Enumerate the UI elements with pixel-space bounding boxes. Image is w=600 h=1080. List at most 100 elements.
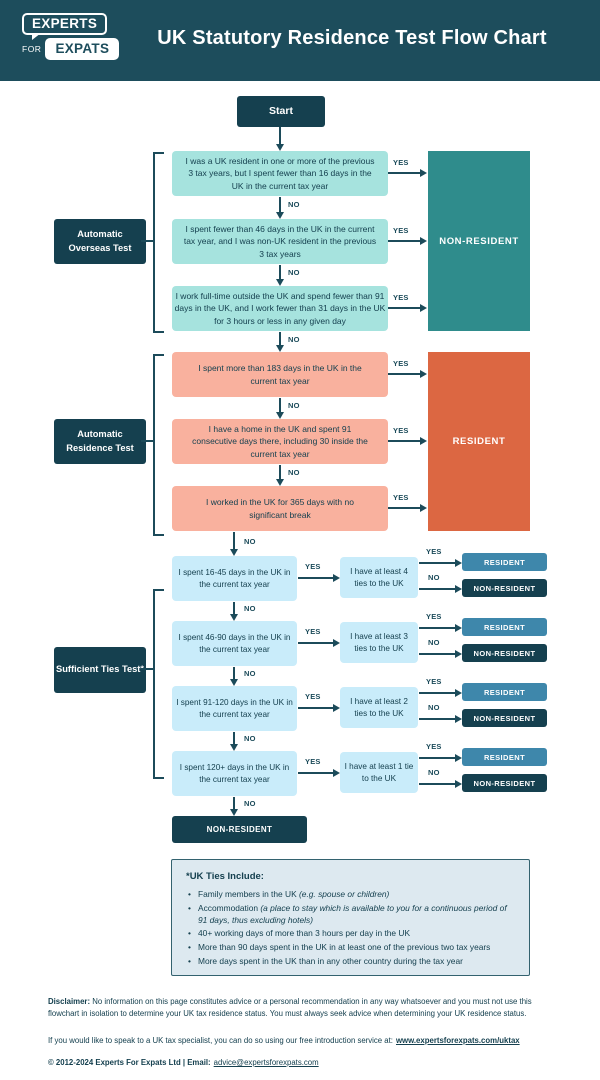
copyright-text: © 2012-2024 Experts For Expats Ltd | Ema… [48, 1058, 211, 1067]
arrow-right-icon [420, 504, 427, 512]
question-node: I work full-time outside the UK and spen… [172, 286, 388, 331]
condition-node: I have at least 4 ties to the UK [340, 557, 418, 598]
no-label: NO [428, 638, 440, 647]
page-title: UK Statutory Residence Test Flow Chart [157, 27, 547, 49]
arrow-right-icon [455, 754, 462, 762]
flow-line [419, 588, 456, 590]
section-bracket [153, 589, 164, 779]
copyright-paragraph: © 2012-2024 Experts For Expats Ltd | Ema… [48, 1057, 554, 1069]
result-resident-small: RESIDENT [462, 748, 547, 766]
connector-line [141, 240, 153, 242]
flow-line [419, 757, 456, 759]
yes-label: YES [393, 359, 409, 368]
question-node: I spent more than 183 days in the UK in … [172, 352, 388, 397]
flow-line [298, 772, 334, 774]
list-item-italic: (a place to stay which is available to y… [198, 902, 507, 925]
flow-line [279, 465, 281, 479]
flow-line [388, 172, 421, 174]
flow-line [233, 667, 235, 679]
yes-label: YES [393, 426, 409, 435]
result-non-resident-small: NON-RESIDENT [462, 579, 547, 597]
flow-line [233, 532, 235, 549]
arrow-right-icon [333, 704, 340, 712]
condition-node: I have at least 2 ties to the UK [340, 687, 418, 728]
flow-line [419, 783, 456, 785]
flow-line [279, 398, 281, 412]
list-item-text: More days spent in the UK than in any ot… [198, 955, 463, 966]
flow-line [388, 507, 421, 509]
result-non-resident-small: NON-RESIDENT [462, 774, 547, 792]
arrow-right-icon [455, 689, 462, 697]
arrow-down-icon [230, 744, 238, 751]
question-node: I spent 46-90 days in the UK in the curr… [172, 621, 297, 666]
arrow-down-icon [276, 479, 284, 486]
flow-line [279, 265, 281, 279]
uktax-link[interactable]: www.expertsforexpats.com/uktax [395, 1036, 520, 1045]
list-item: 40+ working days of more than 3 hours pe… [188, 928, 517, 940]
flow-line [388, 240, 421, 242]
arrow-right-icon [455, 624, 462, 632]
yes-label: YES [305, 692, 321, 701]
question-node: I have a home in the UK and spent 91 con… [172, 419, 388, 464]
result-non-resident-big: NON-RESIDENT [428, 151, 530, 331]
arrow-right-icon [420, 169, 427, 177]
arrow-right-icon [455, 559, 462, 567]
cta-text: If you would like to speak to a UK tax s… [48, 1036, 393, 1045]
cta-paragraph: If you would like to speak to a UK tax s… [48, 1035, 554, 1047]
section-label-sufficient-ties-test: Sufficient Ties Test* [54, 647, 146, 693]
question-node: I spent 91-120 days in the UK in the cur… [172, 686, 297, 731]
arrow-right-icon [420, 304, 427, 312]
yes-label: YES [393, 158, 409, 167]
flow-line [233, 732, 235, 744]
no-label: NO [244, 604, 256, 613]
result-resident-small: RESIDENT [462, 553, 547, 571]
flow-line [419, 692, 456, 694]
yes-label: YES [426, 742, 442, 751]
no-label: NO [244, 799, 256, 808]
yes-label: YES [426, 547, 442, 556]
condition-node: I have at least 3 ties to the UK [340, 622, 418, 663]
list-item-text: 40+ working days of more than 3 hours pe… [198, 928, 411, 939]
yes-label: YES [305, 757, 321, 766]
list-item-text: Accommodation [198, 902, 261, 913]
condition-node: I have at least 1 tie to the UK [340, 752, 418, 793]
question-node: I was a UK resident in one or more of th… [172, 151, 388, 196]
header: EXPERTS FOR EXPATS UK Statutory Residenc… [0, 0, 600, 81]
flow-line [279, 332, 281, 345]
flow-line [419, 627, 456, 629]
list-item-text: More than 90 days spent in the UK in at … [198, 942, 491, 953]
logo-for-text: FOR [22, 44, 42, 54]
arrow-down-icon [276, 412, 284, 419]
flow-line [388, 440, 421, 442]
flow-line [298, 577, 334, 579]
result-resident-small: RESIDENT [462, 683, 547, 701]
section-label-automatic-residence-test: Automatic Residence Test [54, 419, 146, 464]
email-link[interactable]: advice@expertsforexpats.com [213, 1058, 319, 1067]
no-label: NO [244, 537, 256, 546]
arrow-down-icon [276, 279, 284, 286]
no-label: NO [428, 703, 440, 712]
no-label: NO [428, 573, 440, 582]
arrow-down-icon [276, 212, 284, 219]
connector-line [141, 668, 153, 670]
no-label: NO [288, 335, 300, 344]
arrow-right-icon [455, 780, 462, 788]
start-node: Start [237, 96, 325, 127]
uk-ties-panel: *UK Ties Include: Family members in the … [171, 859, 530, 976]
connector-line [141, 440, 153, 442]
flow-line [419, 653, 456, 655]
result-resident-small: RESIDENT [462, 618, 547, 636]
yes-label: YES [393, 226, 409, 235]
yes-label: YES [426, 677, 442, 686]
question-node: I spent 120+ days in the UK in the curre… [172, 751, 297, 796]
experts-for-expats-logo: EXPERTS FOR EXPATS [22, 13, 120, 60]
no-label: NO [288, 468, 300, 477]
arrow-right-icon [420, 370, 427, 378]
no-label: NO [288, 401, 300, 410]
section-bracket [153, 354, 164, 536]
flow-line [419, 562, 456, 564]
yes-label: YES [393, 493, 409, 502]
section-bracket [153, 152, 164, 333]
arrow-right-icon [455, 650, 462, 658]
